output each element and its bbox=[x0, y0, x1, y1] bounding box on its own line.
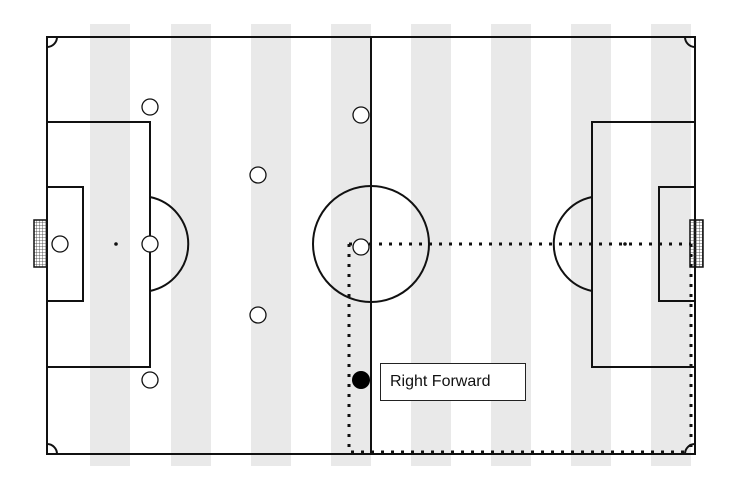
player-marker[interactable] bbox=[352, 238, 370, 256]
player-label-text: Right Forward bbox=[390, 373, 491, 390]
player-marker[interactable] bbox=[141, 371, 159, 389]
corner-arc-top-left bbox=[46, 36, 58, 48]
corner-arc-bottom-left bbox=[46, 443, 58, 455]
player-marker[interactable] bbox=[141, 98, 159, 116]
player-label: Right Forward bbox=[380, 363, 526, 401]
corner-arc-top-right bbox=[684, 36, 696, 48]
stripe bbox=[171, 24, 211, 466]
right-penalty-spot bbox=[623, 242, 627, 246]
stripe bbox=[90, 24, 130, 466]
left-goal-net bbox=[33, 219, 48, 268]
player-marker[interactable] bbox=[249, 306, 267, 324]
stripe bbox=[251, 24, 291, 466]
run-path bbox=[347, 242, 693, 454]
right-penalty-arc bbox=[552, 196, 593, 292]
left-penalty-spot bbox=[114, 242, 118, 246]
player-marker[interactable] bbox=[249, 166, 267, 184]
left-penalty-arc bbox=[149, 196, 190, 292]
right-goal-net bbox=[689, 219, 704, 268]
player-marker[interactable] bbox=[51, 235, 69, 253]
player-marker[interactable] bbox=[352, 106, 370, 124]
corner-arc-bottom-right bbox=[684, 443, 696, 455]
player-marker[interactable] bbox=[141, 235, 159, 253]
right-forward-marker[interactable] bbox=[352, 371, 370, 389]
